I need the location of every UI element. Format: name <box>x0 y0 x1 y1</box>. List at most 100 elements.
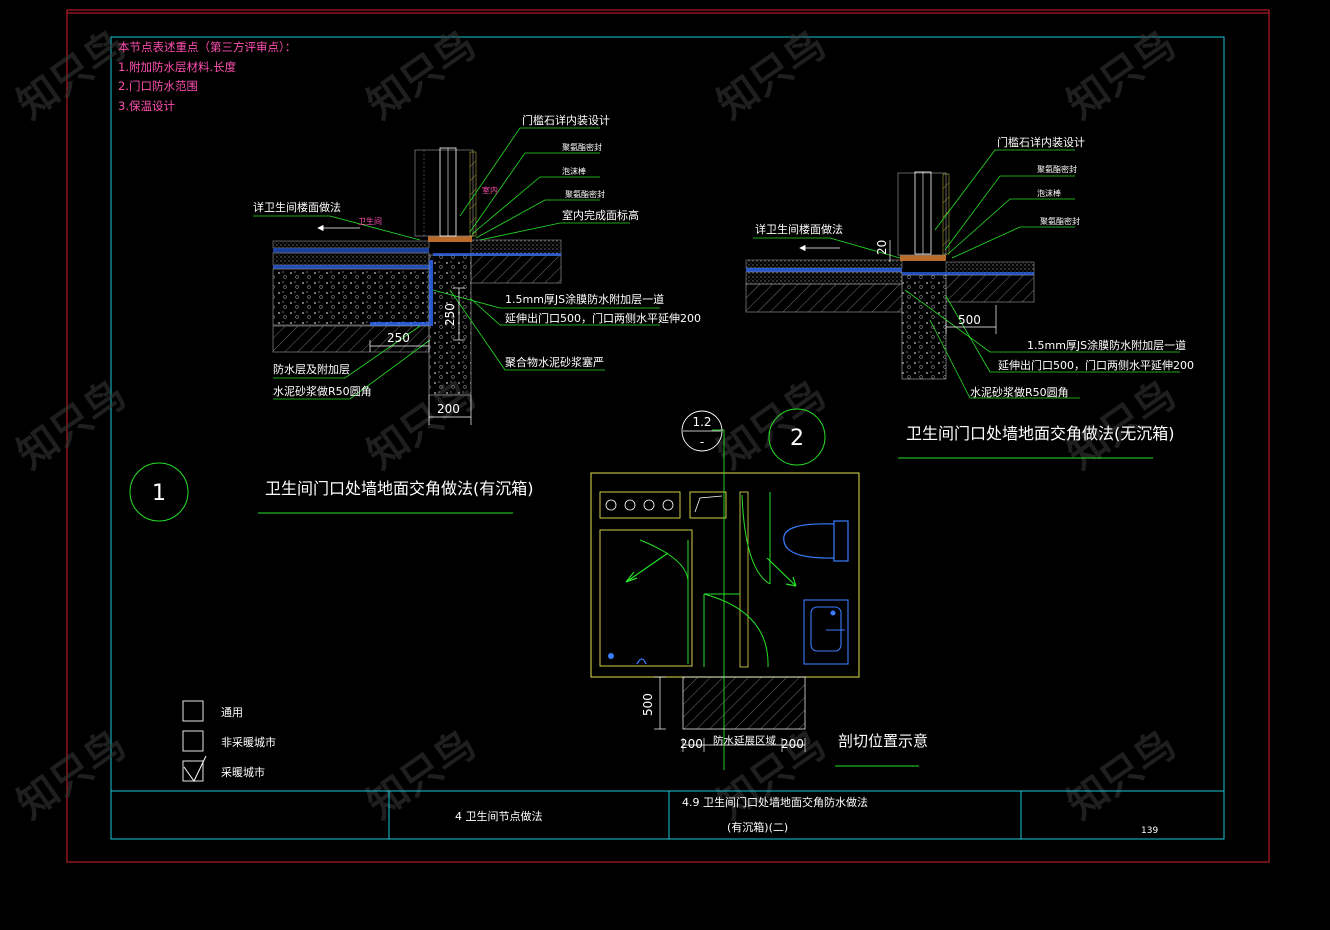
waterproof-upturn <box>429 260 433 326</box>
section-ref-sheet: - <box>700 435 704 449</box>
threshold-stone <box>900 255 946 261</box>
legend-checkbox[interactable] <box>182 760 204 782</box>
section-ref-circle <box>681 410 723 452</box>
label-sealant: 聚氨酯密封 <box>1037 164 1077 174</box>
review-notes: 本节点表述重点（第三方评审点）： 1.附加防水层材料.长度 2.门口防水范围 3… <box>118 40 296 113</box>
waterproof-layer <box>902 272 1034 275</box>
dim-200-left: 200 <box>680 737 703 751</box>
notes-title: 本节点表述重点（第三方评审点）： <box>118 40 296 54</box>
structural-wall <box>901 274 947 380</box>
screed-layer <box>272 252 430 266</box>
floor-topping <box>745 259 903 269</box>
structural-slab <box>272 325 430 353</box>
insulation-strip <box>469 151 477 237</box>
legend-checkbox[interactable] <box>182 730 204 752</box>
label-polymer-mortar: 聚合物水泥砂浆塞严 <box>505 355 604 369</box>
detail-2-dimensions <box>889 240 997 334</box>
legend-label: 采暖城市 <box>221 765 265 779</box>
door-swings <box>639 492 771 668</box>
label-sealant: 聚氨酯密封 <box>565 189 605 199</box>
label-foam-rod: 泡沫棒 <box>1037 188 1061 198</box>
detail-1-section: 门槛石详内装设计 聚氨酯密封 泡沫棒 聚氨酯密封 室内 室内完成面标高 详卫生间… <box>129 113 701 522</box>
indoor-slab <box>470 254 562 284</box>
zone-label: 防水延展区域 <box>713 734 776 747</box>
dim-500: 500 <box>641 693 655 716</box>
watermark-text: 知只鸟 <box>9 22 134 129</box>
detail-2-number-circle <box>768 408 826 466</box>
waterproof-layer <box>746 268 902 272</box>
legend-label: 非采暖城市 <box>221 735 276 749</box>
legend-label: 通用 <box>221 706 243 719</box>
watermark-text: 知只鸟 <box>1059 722 1184 829</box>
floor-topping <box>272 240 430 249</box>
partition-wall <box>739 491 749 668</box>
upper-wall <box>414 149 474 237</box>
label-fillet: 水泥砂浆做R50圆角 <box>970 385 1069 399</box>
indoor-screed <box>470 239 562 256</box>
dim-20: 20 <box>875 240 889 255</box>
shower-door-arrow <box>625 552 669 583</box>
label-js-extension: 延伸出门口500，门口两侧水平延伸200 <box>998 358 1194 372</box>
chapter-title: 4 卫生间节点做法 <box>455 809 543 823</box>
title-block: 4 卫生间节点做法 4.9 卫生间门口处墙地面交角防水做法 (有沉箱)(二) 1… <box>111 790 1224 839</box>
detail-1-number: 1 <box>152 481 166 506</box>
watermark-text: 知只鸟 <box>9 722 134 829</box>
inner-frame <box>110 36 1225 840</box>
label-indoor: 室内 <box>482 185 498 195</box>
insulation-strip <box>942 173 950 255</box>
label-finish-level: 室内完成面标高 <box>562 208 639 222</box>
label-js-extension: 延伸出门口500，门口两侧水平延伸200 <box>505 311 701 325</box>
dim-250-vertical: 250 <box>443 303 457 326</box>
screed-layer <box>745 271 903 285</box>
watermark-text: 知只鸟 <box>709 22 834 129</box>
label-bathroom: 卫生间 <box>358 216 382 226</box>
plan-caption: 剖切位置示意 <box>838 732 928 750</box>
upper-wall <box>897 172 947 256</box>
watermark-text: 知只鸟 <box>9 372 134 479</box>
watermark-text: 知只鸟 <box>359 22 484 129</box>
dim-200-right: 200 <box>781 737 804 751</box>
notes-item: 2.门口防水范围 <box>118 79 198 93</box>
threshold-stone <box>428 236 472 242</box>
label-sealant: 聚氨酯密封 <box>1040 216 1080 226</box>
shower-area <box>599 529 693 667</box>
drawing-subtitle: (有沉箱)(二) <box>727 820 788 834</box>
notes-item: 1.附加防水层材料.长度 <box>118 60 237 74</box>
dim-500: 500 <box>958 313 981 327</box>
detail-1-title: 卫生间门口处墙地面交角做法(有沉箱) <box>265 479 534 498</box>
detail-1-number-circle <box>129 462 189 522</box>
label-threshold-stone: 门槛石详内装设计 <box>522 113 610 127</box>
legend-checkbox[interactable] <box>182 700 204 722</box>
sunken-fill <box>272 268 430 326</box>
shelf <box>689 491 727 519</box>
label-sealant: 聚氨酯密封 <box>562 142 602 152</box>
toilet-icon <box>783 520 849 562</box>
waterproof-layer <box>273 265 429 269</box>
detail-2-section: 门槛石详内装设计 聚氨酯密封 泡沫棒 聚氨酯密封 详卫生间楼面做法 20 500… <box>745 135 1194 466</box>
label-fillet: 水泥砂浆做R50圆角 <box>273 384 372 398</box>
detail-2-title: 卫生间门口处墙地面交角做法(无沉箱) <box>906 424 1175 443</box>
bathroom-plan: 1.2 - 500 200 防水延展区域 200 剖切位置示意 <box>590 410 928 770</box>
dim-250-horizontal: 250 <box>387 331 410 345</box>
indoor-slab <box>945 274 1035 303</box>
vanity-counter <box>599 491 681 519</box>
detail-2-leaders <box>753 149 1180 399</box>
shower-tap-icon <box>636 658 647 665</box>
dim-200: 200 <box>437 402 460 416</box>
page-number: 139 <box>1141 826 1158 836</box>
detail-2-number: 2 <box>790 426 804 451</box>
waterproof-extension-zone <box>682 676 806 730</box>
drawing-title: 4.9 卫生间门口处墙地面交角防水做法 <box>682 795 868 809</box>
outer-frame <box>66 9 1270 863</box>
label-bathroom-floor: 详卫生间楼面做法 <box>253 200 341 214</box>
label-waterproof-extra: 防水层及附加层 <box>273 362 350 376</box>
label-js-coating: 1.5mm厚JS涂膜防水附加层一道 <box>505 292 664 306</box>
legend: 通用 非采暖城市 采暖城市 <box>182 700 276 782</box>
label-bathroom-floor: 详卫生间楼面做法 <box>755 222 843 236</box>
structural-slab <box>745 283 903 313</box>
label-js-coating: 1.5mm厚JS涂膜防水附加层一道 <box>1027 338 1186 352</box>
watermark-text: 知只鸟 <box>1059 22 1184 129</box>
wc-door-arrow <box>766 557 797 587</box>
structural-wall <box>428 254 472 396</box>
